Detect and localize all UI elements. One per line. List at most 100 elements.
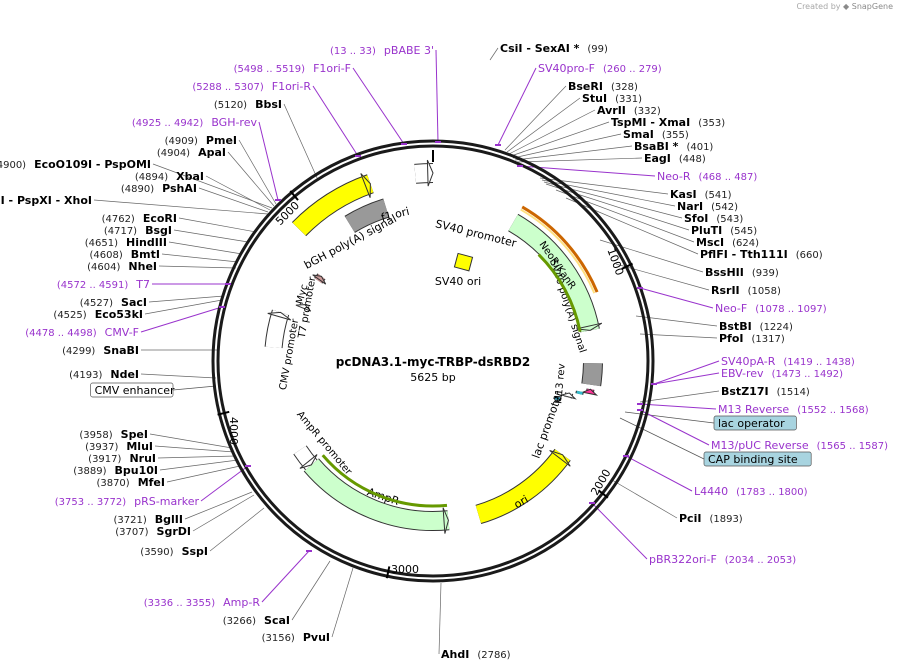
site-pbabe-3: (13 .. 33)pBABE 3' xyxy=(330,44,434,57)
svg-text:(4299)SnaBI: (4299)SnaBI xyxy=(62,344,139,357)
svg-text:AhdI(2786): AhdI(2786) xyxy=(441,648,511,661)
ruler-label: 4000 xyxy=(227,417,240,445)
site-pcii: PciI(1893) xyxy=(679,512,743,525)
site-f1ori-r: (5288 .. 5307)F1ori-R xyxy=(192,80,311,93)
site-csii: CsiI - SexAI *(99) xyxy=(500,42,608,55)
svg-text:(3753 .. 3772)pRS-marker: (3753 .. 3772)pRS-marker xyxy=(55,495,200,508)
site-pmei: (4909)PmeI xyxy=(165,134,237,147)
site-sfoi: SfoI(543) xyxy=(684,212,743,225)
site-mfei: (3870)MfeI xyxy=(96,476,165,489)
site-bmti: (4608)BmtI xyxy=(90,248,160,261)
feature-box-lac-operator: lac operator xyxy=(713,415,797,431)
feature-sv40-promoter xyxy=(414,159,434,187)
feature-cap-binding-site xyxy=(553,395,562,402)
backbone-inner-ring xyxy=(216,144,650,578)
site-ahdi: AhdI(2786) xyxy=(441,648,511,661)
svg-text:Neo-R(468 .. 487): Neo-R(468 .. 487) xyxy=(657,170,757,183)
svg-text:(5498 .. 5519)F1ori-F: (5498 .. 5519)F1ori-F xyxy=(234,62,351,75)
svg-text:KasI(541): KasI(541) xyxy=(670,188,732,201)
feature-ampr-promoter xyxy=(293,445,318,471)
feature-m13-rev xyxy=(581,388,599,396)
svg-text:BssHII(939): BssHII(939) xyxy=(705,266,779,279)
site-nhei: (4604)NheI xyxy=(87,260,157,273)
primer-arc xyxy=(321,454,448,508)
svg-text:CsiI - SexAI *(99): CsiI - SexAI *(99) xyxy=(500,42,608,55)
label-myc: Myc xyxy=(295,283,311,305)
site-mlui: (3937)MluI xyxy=(85,440,153,453)
site-smai: SmaI(355) xyxy=(623,128,689,141)
feature-ori xyxy=(475,448,571,525)
svg-text:(5288 .. 5307)F1ori-R: (5288 .. 5307)F1ori-R xyxy=(192,80,311,93)
primer-arc xyxy=(537,253,582,332)
site-pluti: PluTI(545) xyxy=(691,224,757,237)
site-neo-r: Neo-R(468 .. 487) xyxy=(657,170,757,183)
site-f1ori-f: (5498 .. 5519)F1ori-F xyxy=(234,62,351,75)
site-pbr322ori-f: pBR322ori-F(2034 .. 2053) xyxy=(649,553,796,566)
svg-text:(3721)BglII: (3721)BglII xyxy=(114,513,183,526)
site-nari: NarI(542) xyxy=(677,200,738,213)
primer-arc xyxy=(520,208,596,294)
site-pfoi: PfoI(1317) xyxy=(719,332,785,345)
svg-text:NarI(542): NarI(542) xyxy=(677,200,738,213)
svg-text:(3707)SgrDI: (3707)SgrDI xyxy=(115,525,191,538)
site-m13-puc-reverse: M13/pUC Reverse(1565 .. 1587) xyxy=(711,439,888,452)
svg-text:(4525)Eco53kI: (4525)Eco53kI xyxy=(53,308,143,321)
site-avrii: AvrII(332) xyxy=(597,104,661,117)
site-sgrdi: (3707)SgrDI xyxy=(115,525,191,538)
svg-text:(3937)MluI: (3937)MluI xyxy=(85,440,153,453)
site-spei: (3958)SpeI xyxy=(79,428,148,441)
svg-text:(4925 .. 4942)BGH-rev: (4925 .. 4942)BGH-rev xyxy=(132,116,258,129)
svg-text:(4604)NheI: (4604)NheI xyxy=(87,260,157,273)
site-rsrii: RsrII(1058) xyxy=(711,284,781,297)
site-ecori: (4762)EcoRI xyxy=(102,212,177,225)
watermark: Created by ◆ SnapGene xyxy=(796,2,893,11)
svg-text:PluTI(545): PluTI(545) xyxy=(691,224,757,237)
site-pflfi: PflFI - Tth111I(660) xyxy=(700,248,823,261)
site-bsgi: (4717)BsgI xyxy=(104,224,172,237)
svg-text:(3590)SspI: (3590)SspI xyxy=(140,545,208,558)
svg-text:(3870)MfeI: (3870)MfeI xyxy=(96,476,165,489)
primer-marks xyxy=(219,141,657,552)
svg-text:Neo-F(1078 .. 1097): Neo-F(1078 .. 1097) xyxy=(715,302,827,315)
primer-arc xyxy=(521,205,599,293)
feature-f1-ori xyxy=(291,173,374,237)
feature-myc xyxy=(312,273,327,285)
label-lac-promoter: lac promoter xyxy=(530,389,566,460)
svg-text:(4608)BmtI: (4608)BmtI xyxy=(90,248,160,261)
label-m13-rev: M13 rev xyxy=(553,363,567,404)
label-ori: ori xyxy=(512,493,531,511)
plasmid-name: pcDNA3.1-myc-TRBP-dsRBD2 xyxy=(336,355,530,369)
feature-t7-promoter xyxy=(295,302,312,312)
site-bsabi: BsaBI *(401) xyxy=(634,140,713,153)
svg-text:AvrII(332): AvrII(332) xyxy=(597,104,661,117)
feature-box-cap-binding-site: CAP binding site xyxy=(703,451,812,467)
svg-text:CMV enhancer: CMV enhancer xyxy=(95,384,175,397)
ruler-tick xyxy=(289,190,299,201)
svg-text:M13/pUC Reverse(1565 .. 1587): M13/pUC Reverse(1565 .. 1587) xyxy=(711,439,888,452)
feature-lac-promoter xyxy=(559,392,577,400)
feature-lac-operator xyxy=(575,390,584,395)
svg-text:(4478 .. 4498)CMV-F: (4478 .. 4498)CMV-F xyxy=(25,326,139,339)
svg-text:(3266)ScaI: (3266)ScaI xyxy=(223,614,290,627)
svg-text:(3958)SpeI: (3958)SpeI xyxy=(79,428,148,441)
site-amp-r: (3336 .. 3355)Amp-R xyxy=(144,596,261,609)
feature-neor-kanr xyxy=(508,213,603,333)
svg-text:PfoI(1317): PfoI(1317) xyxy=(719,332,785,345)
feature-sv40-poly-a-signal xyxy=(581,362,603,387)
site-bbsi: (5120)BbsI xyxy=(214,98,282,111)
svg-text:EBV-rev(1473 .. 1492): EBV-rev(1473 .. 1492) xyxy=(721,367,843,380)
site-ndei: (4193)NdeI xyxy=(69,368,139,381)
site-nrui: (3917)NruI xyxy=(88,452,156,465)
svg-text:(4762)EcoRI: (4762)EcoRI xyxy=(102,212,177,225)
svg-text:(4527)SacI: (4527)SacI xyxy=(80,296,147,309)
svg-text:StuI(331): StuI(331) xyxy=(582,92,642,105)
site-sspi: (3590)SspI xyxy=(140,545,208,558)
site-l4440: L4440(1783 .. 1800) xyxy=(694,485,808,498)
svg-text:(4193)NdeI: (4193)NdeI xyxy=(69,368,139,381)
site-stui: StuI(331) xyxy=(582,92,642,105)
svg-text:(3336 .. 3355)Amp-R: (3336 .. 3355)Amp-R xyxy=(144,596,261,609)
site-sv40pa-r: SV40pA-R(1419 .. 1438) xyxy=(721,355,855,368)
svg-text:PciI(1893): PciI(1893) xyxy=(679,512,743,525)
